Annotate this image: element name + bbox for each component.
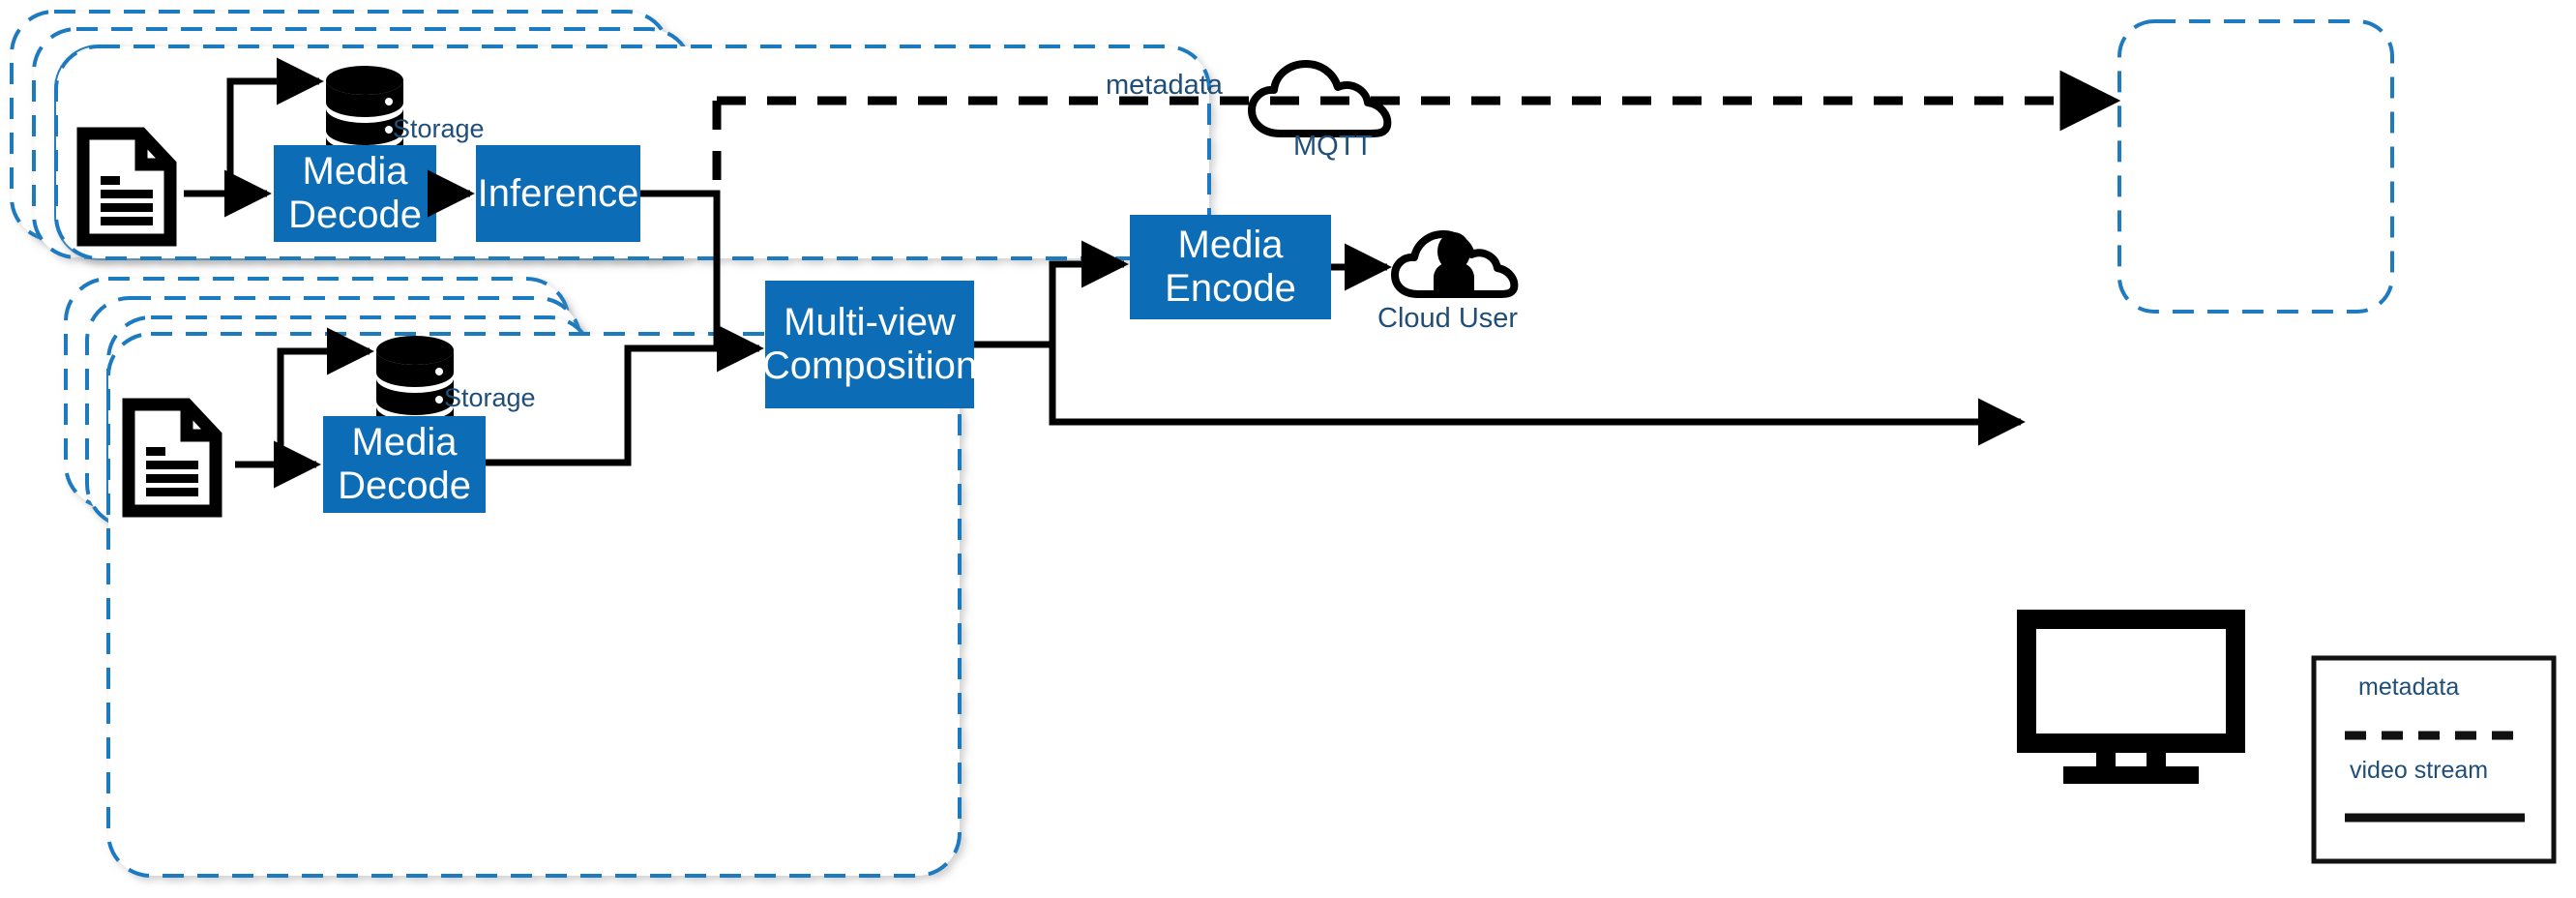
metadata-edge-label: metadata xyxy=(1106,70,1223,101)
media-encode-label: Media Encode xyxy=(1165,224,1296,310)
media-decode-bottom-box[interactable] xyxy=(323,416,486,513)
storage-top-label: Storage xyxy=(393,114,485,143)
edge-multiview-to-monitor xyxy=(1049,344,2026,446)
legend[interactable] xyxy=(2311,655,2557,864)
connector-lines xyxy=(184,57,2026,489)
monitor-icon xyxy=(2017,610,2245,784)
legend-frame xyxy=(2311,655,2557,864)
cloud-user-label: Cloud User xyxy=(1377,303,1519,334)
legend-label-video-stream: video stream xyxy=(2350,757,2489,784)
multi-view-composition-label: Multi-view Composition xyxy=(761,301,978,387)
edge-decode-to-storage-bottom xyxy=(277,327,374,464)
mqtt-label: MQTT xyxy=(1293,131,1374,162)
cloud-user-icon xyxy=(1391,230,1519,298)
legend-label-metadata: metadata xyxy=(2358,674,2460,701)
mqtt-cloud-icon xyxy=(1248,60,1392,137)
inference-box[interactable] xyxy=(476,145,640,242)
stream-container-front-bottom xyxy=(106,332,962,878)
storage-bottom-label: Storage xyxy=(444,383,536,412)
media-encode-box[interactable] xyxy=(1130,215,1331,319)
media-decode-top-box[interactable] xyxy=(274,145,436,242)
edge-multiview-to-encode xyxy=(1049,240,1129,344)
inference-label: Inference xyxy=(477,171,639,215)
mqtt-container[interactable] xyxy=(2117,19,2394,314)
document-icon xyxy=(76,127,177,247)
multi-view-composition-box[interactable] xyxy=(765,281,974,408)
edge-inference-to-trunk xyxy=(640,190,721,348)
document-icon xyxy=(122,398,222,518)
edge-decode-to-storage-top xyxy=(226,57,324,194)
media-decode-bottom-label: Media Decode xyxy=(338,421,471,507)
media-decode-top-label: Media Decode xyxy=(288,150,422,236)
edge-decode-bottom-to-trunk xyxy=(486,344,717,466)
